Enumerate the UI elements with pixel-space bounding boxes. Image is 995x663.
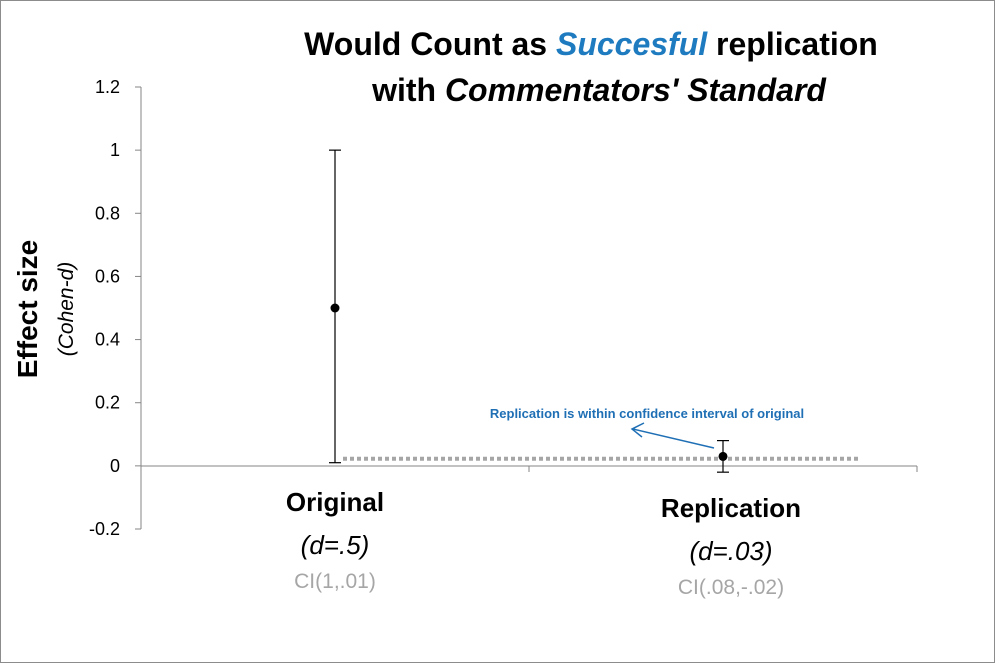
y-tick-label: 0.8 — [95, 203, 120, 223]
category-label-original: Original — [286, 487, 384, 517]
y-tick-label: 0.6 — [95, 266, 120, 286]
title-part-3: replication — [707, 26, 878, 62]
ci-label-original: CI(1,.01) — [294, 570, 376, 593]
y-tick-label: 0.4 — [95, 330, 120, 350]
d-label-original: (d=.5) — [301, 530, 370, 560]
y-tick-label: 1 — [110, 140, 120, 160]
subtitle-part-1: with — [371, 72, 445, 108]
data-point-original — [330, 303, 340, 313]
chart-subtitle: with Commentators' Standard — [371, 72, 827, 108]
annotation-arrow-line — [632, 428, 715, 449]
subtitle-italic: Commentators' Standard — [445, 72, 827, 108]
y-axis-label: Effect size — [12, 240, 43, 379]
y-axis-sublabel: (Cohen-d) — [55, 262, 78, 357]
title-highlight: Succesful — [556, 26, 708, 62]
y-axis-ticks: -0.2 0 0.2 0.4 0.6 0.8 1 1.2 — [89, 77, 141, 539]
annotation-arrow-head — [630, 422, 645, 438]
y-tick-label: -0.2 — [89, 519, 120, 539]
y-tick-label: 0 — [110, 456, 120, 476]
ci-label-replication: CI(.08,-.02) — [678, 576, 784, 599]
category-label-replication: Replication — [661, 493, 801, 523]
annotation-text: Replication is within confidence interva… — [490, 406, 804, 421]
y-tick-label: 0.2 — [95, 393, 120, 413]
title-part-1: Would Count as — [304, 26, 556, 62]
data-marks — [329, 149, 729, 473]
chart-title: Would Count as Succesful replication — [304, 26, 878, 62]
d-label-replication: (d=.03) — [689, 536, 772, 566]
data-point-replication — [718, 451, 728, 461]
y-tick-label: 1.2 — [95, 77, 120, 97]
